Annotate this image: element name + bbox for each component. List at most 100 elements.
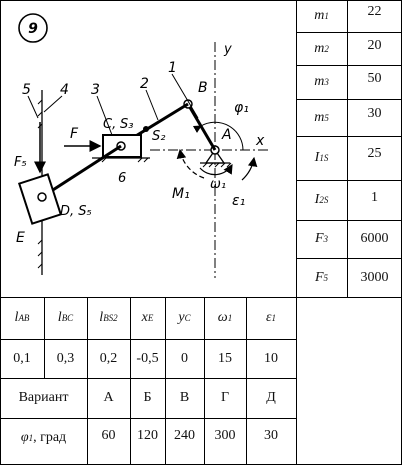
bline [0,418,296,419]
label-D: D, S₅ [60,204,92,219]
omega1-arc [199,163,233,176]
variant-cell: Б [143,390,152,405]
param-value: 25 [367,146,382,161]
label-B: B [198,80,208,96]
figure-number-circle [18,13,48,43]
rline [296,65,402,66]
label-eps1: ε₁ [232,193,245,209]
phi1-arc [192,121,244,151]
rtable-col-divider [347,0,348,297]
bcol [246,297,247,465]
bcol [165,297,166,465]
divider-figure-right [296,0,297,465]
bottom-value: 15 [218,350,232,366]
phi-value: 240 [174,427,195,443]
phi-value: 30 [264,427,278,443]
leader-1 [171,73,199,119]
variant-cell: А [103,390,114,405]
param-value: 22 [367,4,382,19]
link-CD [41,144,122,199]
rline [296,136,402,137]
M1-arc [176,148,205,179]
rline [296,99,402,100]
bline [0,378,296,379]
border-left [0,0,1,465]
variant-cell: Г [220,390,230,405]
param-value: 30 [367,106,382,121]
bottom-value: 0,3 [56,350,75,366]
param-value: 50 [367,71,382,86]
rline [296,258,402,259]
y-label: y [223,42,232,57]
bottom-value: -0,5 [136,350,159,366]
label-F5: F₅ [14,155,27,170]
leader-4 [43,95,63,113]
variant-cell: В [179,390,190,405]
bline [0,339,296,340]
label-S2: S₂ [152,129,165,144]
bcol [44,297,45,378]
leader-3 [96,95,113,136]
bcol [204,297,205,465]
leader-5 [27,95,39,119]
bcol [130,297,131,465]
label-6: 6 [118,171,126,186]
bottom-value: 0 [181,350,188,366]
label-1: 1 [168,60,177,76]
variant-label: Вариант [18,390,69,405]
label-2: 2 [140,76,149,92]
phi-value: 300 [214,427,236,443]
param-value: 3000 [360,269,389,285]
label-3: 3 [91,82,100,98]
variant-cell: Д [266,390,276,405]
label-F: F [70,126,79,142]
param-value: 6000 [360,231,389,246]
bottom-value: 10 [264,350,278,366]
rline [296,220,402,221]
label-4: 4 [60,82,69,98]
label-A: A [221,127,232,143]
bcol [87,297,88,465]
bottom-value: 0,1 [13,350,31,366]
label-M1: M₁ [172,186,190,202]
label-omega1: ω₁ [210,177,226,192]
label-E: E [16,230,25,246]
label-phi1: φ₁ [234,100,249,116]
leader-2 [145,89,159,121]
link-AB [186,103,217,151]
x-label: x [255,133,265,149]
figure-bottom-line [0,297,402,298]
label-S3: S₃ [120,117,133,132]
param-value: 1 [371,190,378,205]
rline [296,180,402,181]
eps1-arc [241,156,258,181]
point-S2 [143,126,149,132]
phi-value: 60 [101,427,116,443]
param-value: 20 [367,38,382,53]
ground-A-hatch [202,162,232,168]
joint-D [37,192,47,202]
border-top [0,0,402,1]
mechanism-diagram: 9 y x A B φ₁ S₂ C, S₃ [14,13,268,278]
label-5: 5 [22,82,31,98]
figure-number: 9 [28,21,38,37]
rline [296,32,402,33]
phi-value: 120 [137,427,158,443]
